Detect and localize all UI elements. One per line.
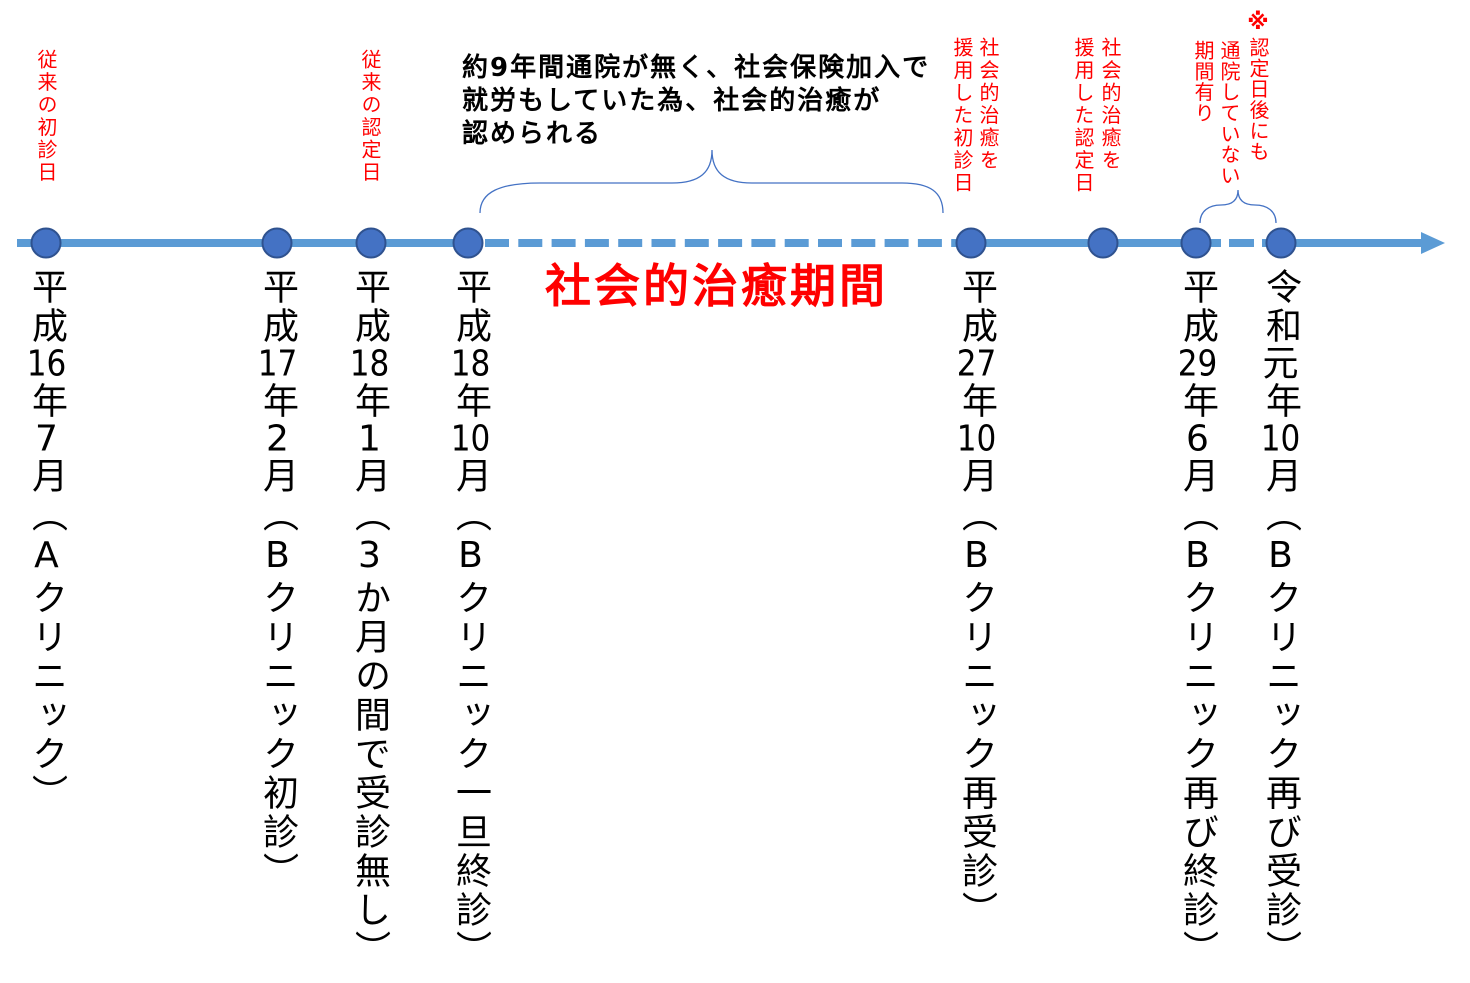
explanation-line: 就労もしていた為、社会的治癒が [462,86,882,116]
event-era: 平成 [1177,268,1218,346]
event-label: 平成29年6月（Bクリニック再び終診） [1177,268,1218,969]
event-era: 令和 [1260,268,1301,346]
event-label: 令和元年10月（Bクリニック再び受診） [1260,268,1301,969]
event-label: 平成18年10月（Bクリニック一旦終診） [450,268,491,969]
event-note: （Bクリニック再び終診） [1177,496,1218,969]
timeline-node [355,227,387,259]
event-month-unit: 月 [956,457,997,496]
explanation-line: 認められる [462,119,603,149]
event-year-unit: 年 [257,382,298,421]
event-month-unit: 月 [26,457,67,496]
timeline-arrowhead [1421,232,1445,254]
timeline-node [452,227,484,259]
social-cure-period-label: 社会的治癒期間 [545,259,888,313]
original-first-visit-annotation: 従来の初診日 [34,49,58,184]
event-year-unit: 年 [956,382,997,421]
timeline-node [1265,227,1297,259]
event-year-unit: 年 [26,382,67,421]
explanation-line: 約9年間通院が無く、社会保険加入で [462,53,931,83]
timeline-node [261,227,293,259]
explanation-text: 約9年間通院が無く、社会保険加入で 就労もしていた為、社会的治癒が 認められる [462,52,930,151]
event-era: 平成 [450,268,491,346]
event-year: 元 [1262,346,1299,382]
event-label: 平成27年10月（Bクリニック再受診） [956,268,997,930]
event-month: 10 [1260,421,1301,457]
no-visit-note-line: 認定日後にも [1246,37,1270,162]
event-year: 17 [257,346,298,382]
event-year: 27 [956,346,997,382]
event-month-unit: 月 [450,457,491,496]
event-label: 平成16年7月（Aクリニック） [26,268,67,813]
event-year: 29 [1177,346,1218,382]
event-note: （Bクリニック一旦終診） [450,496,491,969]
timeline-node [30,227,62,259]
timeline-node [1087,227,1119,259]
social-cure-period-brace [479,149,944,214]
no-visit-note-line: 期間有り [1191,40,1215,124]
event-month-unit: 月 [1260,457,1301,496]
social-cure-certification-annotation-line: 社会的治癒を [1098,37,1122,172]
event-label: 平成17年2月（Bクリニック初診） [257,268,298,891]
event-label: 平成18年1月（3か月の間で受診無し） [349,268,390,969]
no-visit-period-brace [1199,189,1277,224]
event-era: 平成 [349,268,390,346]
event-year: 16 [26,346,67,382]
timeline-node [955,227,987,259]
event-era: 平成 [257,268,298,346]
event-note: （3か月の間で受診無し） [349,496,390,969]
event-month: 10 [450,421,491,457]
event-year: 18 [450,346,491,382]
original-certification-annotation: 従来の認定日 [358,49,382,184]
event-month: 6 [1186,421,1209,457]
note-mark-icon: ※ [1247,10,1269,35]
event-note: （Bクリニック再び受診） [1260,496,1301,969]
social-cure-first-visit-annotation-line: 援用した初診日 [950,37,974,195]
social-cure-first-visit-annotation-line: 社会的治癒を [976,37,1000,172]
event-year-unit: 年 [1260,382,1301,421]
event-month: 7 [35,421,58,457]
event-month-unit: 月 [1177,457,1218,496]
event-year-unit: 年 [349,382,390,421]
event-month: 10 [956,421,997,457]
no-visit-note-line: 通院していない [1217,40,1241,186]
event-era: 平成 [26,268,67,346]
event-note: （Aクリニック） [26,496,67,813]
social-cure-certification-annotation-line: 援用した認定日 [1071,37,1095,195]
event-month: 2 [266,421,289,457]
event-year-unit: 年 [1177,382,1218,421]
event-year: 18 [349,346,390,382]
event-note: （Bクリニック再受診） [956,496,997,930]
event-year-unit: 年 [450,382,491,421]
event-era: 平成 [956,268,997,346]
event-month-unit: 月 [257,457,298,496]
event-month: 1 [358,421,381,457]
event-note: （Bクリニック初診） [257,496,298,891]
event-month-unit: 月 [349,457,390,496]
timeline-node [1180,227,1212,259]
